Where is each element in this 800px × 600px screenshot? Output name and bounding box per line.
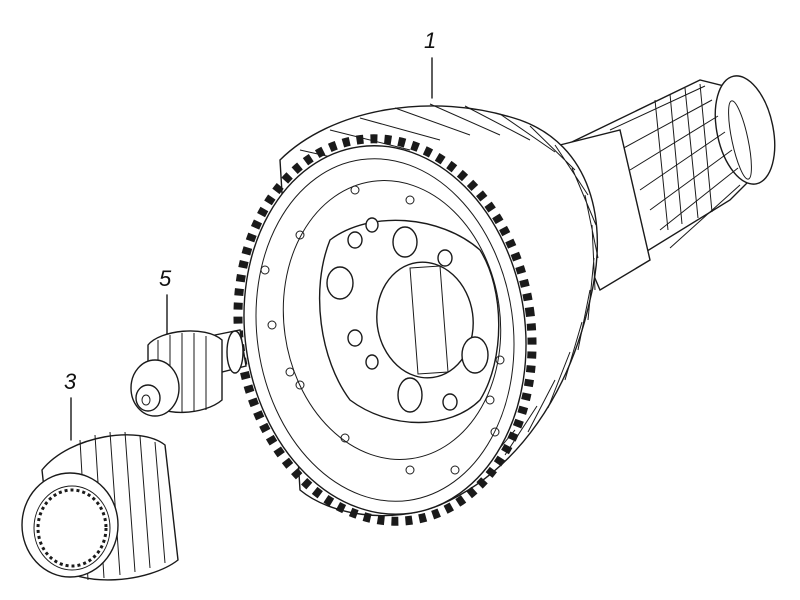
callout-label-3: 3 [64, 369, 77, 394]
callout-label-1: 1 [424, 28, 437, 53]
callout-label-5: 5 [159, 266, 172, 291]
spur-gear [21, 397, 179, 581]
gear-face [233, 134, 537, 526]
pinion-shaft [130, 294, 247, 417]
rim-holes [260, 185, 505, 475]
main-gear-assembly [233, 57, 776, 526]
bolt-holes [326, 217, 489, 413]
